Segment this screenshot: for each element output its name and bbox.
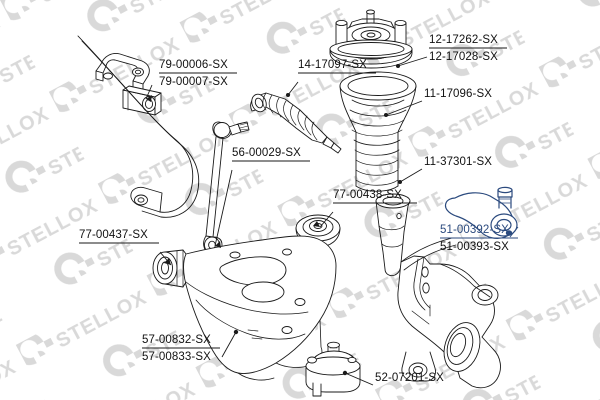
- part-stabilizer-bar-bracket: [95, 53, 150, 93]
- label-underlines: [79, 47, 518, 349]
- leader-56-00029: [214, 169, 233, 247]
- part-tie-rod-shaft: [400, 237, 457, 271]
- part-number-label-14-17097-sx: 14-17097-SX: [298, 59, 367, 71]
- part-steering-rack-boot: [250, 92, 342, 154]
- part-number-label-12-17028-sx: 12-17028-SX: [429, 51, 498, 63]
- leader-51-00392: [509, 226, 519, 238]
- part-number-label-56-00029-sx: 56-00029-SX: [232, 147, 301, 159]
- part-lower-ball-joint: [305, 341, 361, 397]
- leader-11-17096: [385, 100, 423, 116]
- part-stabilizer-bar: [77, 35, 200, 218]
- part-strut-mount: [329, 9, 413, 69]
- part-number-label-77-00438-sx: 77-00438-SX: [333, 189, 402, 201]
- part-lower-control-arm: [183, 235, 337, 381]
- leader-52-07201: [344, 372, 374, 386]
- leader-11-37301: [399, 168, 423, 183]
- part-number-label-11-37301-sx: 11-37301-SX: [424, 156, 493, 168]
- leader-arrow-heads: [146, 64, 402, 376]
- part-number-label-11-17096-sx: 11-17096-SX: [424, 88, 493, 100]
- leader-14-17097: [287, 81, 299, 96]
- part-number-label-57-00833-sx: 57-00833-SX: [142, 351, 211, 363]
- leader-77-00438: [319, 211, 334, 228]
- part-number-label-52-07201-sx: 52-07201-SX: [375, 372, 444, 384]
- leader-lines: [145, 56, 519, 386]
- part-number-label-51-00393-sx: 51-00393-SX: [440, 241, 509, 253]
- leader-79-00007: [145, 84, 153, 100]
- part-number-label-77-00437-sx: 77-00437-SX: [79, 229, 148, 241]
- part-number-label-12-17262-sx: 12-17262-SX: [429, 34, 498, 46]
- part-number-label-57-00832-sx: 57-00832-SX: [142, 334, 211, 346]
- part-strut-dust-boot: [339, 71, 417, 192]
- leader-57-00832: [221, 331, 237, 358]
- part-number-label-79-00006-sx: 79-00006-SX: [159, 59, 228, 71]
- leader-12-17262: [397, 56, 428, 67]
- part-number-label-79-00007-sx: 79-00007-SX: [159, 76, 228, 88]
- part-number-label-51-00392-sx: 51-00392-SX: [440, 224, 509, 236]
- part-steering-knuckle: [397, 255, 501, 389]
- part-tie-rod-end-highlighted: [444, 186, 518, 239]
